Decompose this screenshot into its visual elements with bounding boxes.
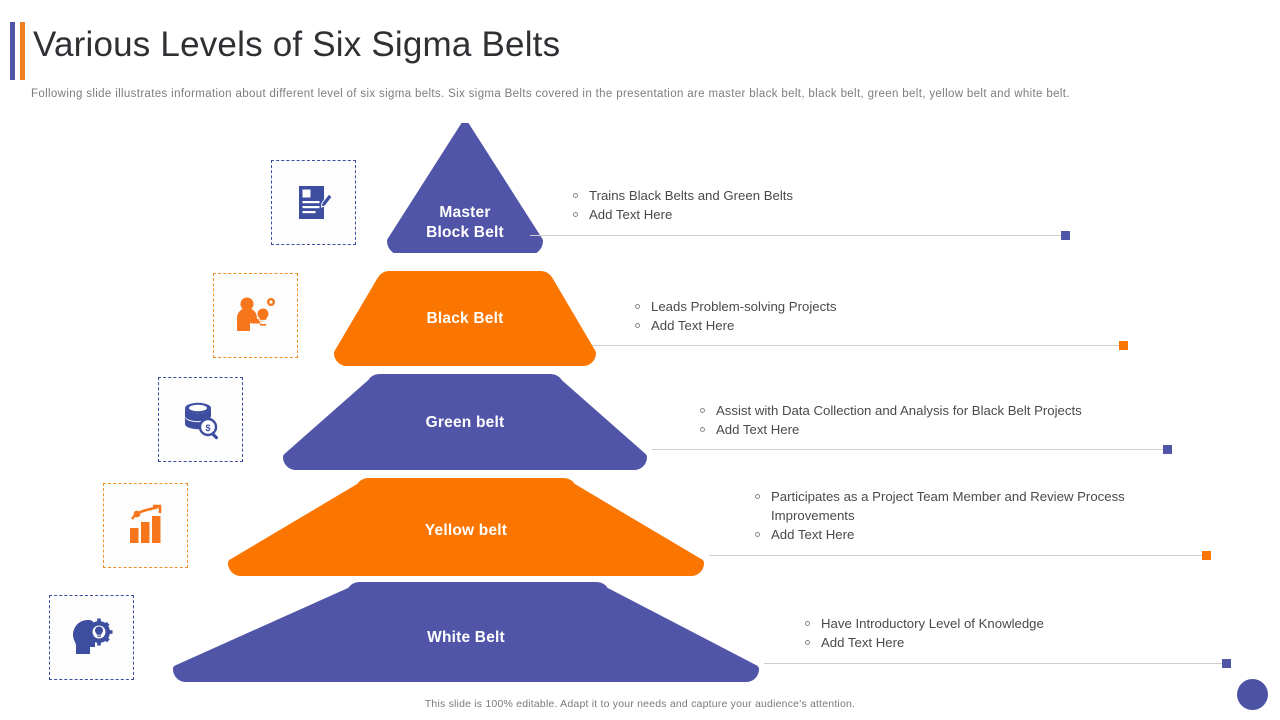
icon-box-growth-chart[interactable] xyxy=(103,483,188,568)
svg-text:$: $ xyxy=(205,423,210,433)
pyramid-level-white-belt[interactable]: White Belt Have Introductory Level of Kn… xyxy=(0,580,1280,684)
title-accent-bar-orange xyxy=(20,22,25,80)
connector-line-yellow-belt xyxy=(709,555,1206,556)
page-subtitle: Following slide illustrates information … xyxy=(31,88,1070,100)
pyramid-level-master-block-belt[interactable]: Master Block Belt Trains Black Belts and… xyxy=(0,121,1280,255)
footer-note: This slide is 100% editable. Adapt it to… xyxy=(424,698,856,710)
connector-line-black-belt xyxy=(592,345,1122,346)
bullet-item: Add Text Here xyxy=(753,525,1153,544)
icon-box-database-search[interactable]: $ xyxy=(158,377,243,462)
pyramid-diagram: Master Block Belt Trains Black Belts and… xyxy=(0,110,1280,690)
pyramid-shape-green-belt[interactable] xyxy=(277,372,653,477)
person-idea-icon xyxy=(236,297,275,331)
connector-line-white-belt xyxy=(764,663,1226,664)
pyramid-shape-yellow-belt[interactable] xyxy=(222,476,710,583)
bullet-item: Add Text Here xyxy=(803,633,1253,652)
pyramid-level-green-belt[interactable]: $ Green belt Assist with Data Collection… xyxy=(0,372,1280,472)
corner-decoration-circle xyxy=(1237,679,1268,710)
bullets-white-belt: Have Introductory Level of Knowledge Add… xyxy=(803,614,1253,652)
icon-box-document-pen[interactable] xyxy=(271,160,356,245)
connector-line-green-belt xyxy=(652,449,1167,450)
head-gear-idea-icon xyxy=(72,618,112,654)
bullets-green-belt: Assist with Data Collection and Analysis… xyxy=(698,401,1198,439)
bullet-item: Add Text Here xyxy=(571,205,1131,224)
bullets-yellow-belt: Participates as a Project Team Member an… xyxy=(753,487,1153,544)
connector-endpoint-master-block-belt xyxy=(1061,231,1070,240)
bullets-black-belt: Leads Problem-solving Projects Add Text … xyxy=(633,297,1153,335)
bullets-master-block-belt: Trains Black Belts and Green Belts Add T… xyxy=(571,186,1131,224)
bullet-item: Add Text Here xyxy=(698,420,1198,439)
pyramid-shape-white-belt[interactable] xyxy=(167,580,765,689)
pyramid-level-yellow-belt[interactable]: Yellow belt Participates as a Project Te… xyxy=(0,476,1280,578)
page-title: Various Levels of Six Sigma Belts xyxy=(33,25,561,64)
bullet-item: Participates as a Project Team Member an… xyxy=(753,487,1153,525)
connector-endpoint-black-belt xyxy=(1119,341,1128,350)
connector-endpoint-green-belt xyxy=(1163,445,1172,454)
icon-box-head-gear-idea[interactable] xyxy=(49,595,134,680)
bullet-item: Assist with Data Collection and Analysis… xyxy=(698,401,1198,420)
bullet-item: Add Text Here xyxy=(633,316,1153,335)
pyramid-shape-black-belt[interactable] xyxy=(330,269,600,372)
connector-line-master-block-belt xyxy=(530,235,1065,236)
connector-endpoint-white-belt xyxy=(1222,659,1231,668)
document-pen-icon xyxy=(298,185,333,219)
pyramid-level-black-belt[interactable]: Black Belt Leads Problem-solving Project… xyxy=(0,269,1280,367)
bullet-item: Have Introductory Level of Knowledge xyxy=(803,614,1253,633)
bullet-item: Leads Problem-solving Projects xyxy=(633,297,1153,316)
connector-endpoint-yellow-belt xyxy=(1202,551,1211,560)
icon-box-person-idea[interactable] xyxy=(213,273,298,358)
slide-header: Various Levels of Six Sigma Belts Follow… xyxy=(0,0,1280,110)
title-accent-bar-blue xyxy=(10,22,15,80)
growth-chart-icon xyxy=(129,504,161,543)
bullet-item: Trains Black Belts and Green Belts xyxy=(571,186,1131,205)
pyramid-shape-master-block-belt[interactable] xyxy=(386,121,544,258)
database-search-icon: $ xyxy=(184,402,218,439)
